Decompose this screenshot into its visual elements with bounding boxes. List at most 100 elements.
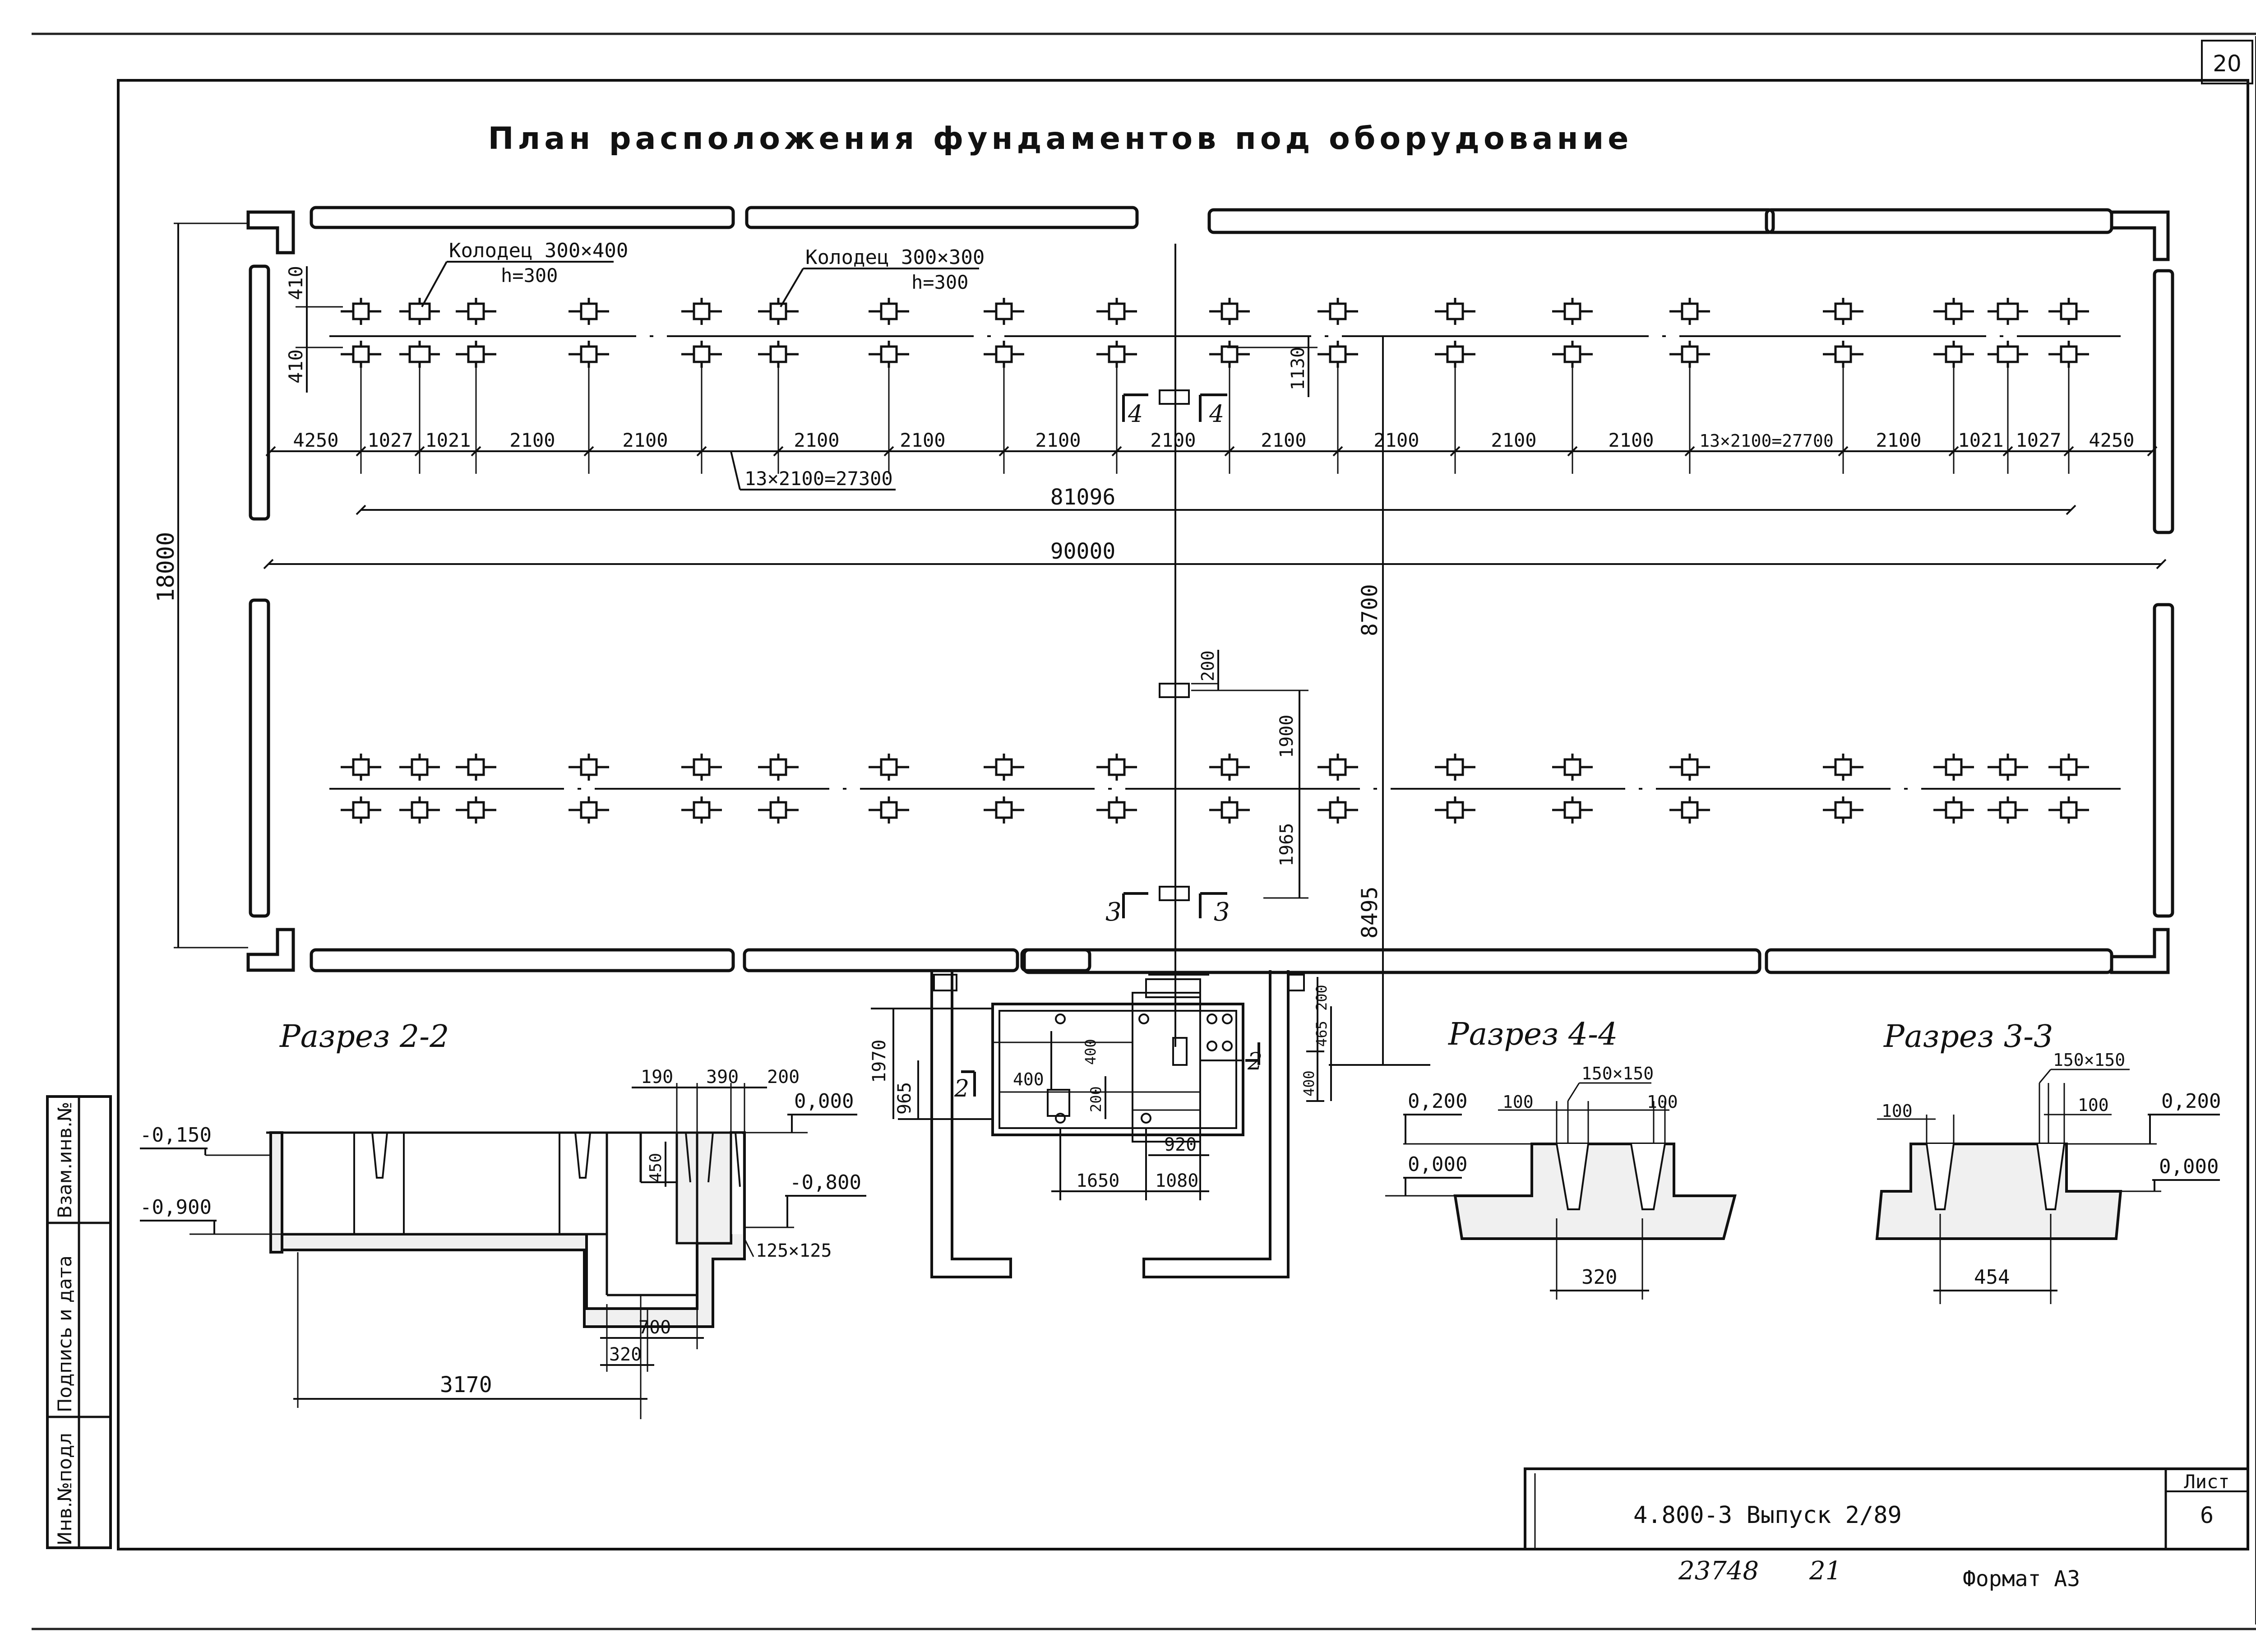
dim-454: 454 bbox=[1974, 1266, 2010, 1289]
foundation-marker bbox=[341, 298, 381, 325]
dimension-label: 1027 bbox=[2016, 429, 2061, 451]
drawing-title: План расположения фундаментов под оборуд… bbox=[488, 121, 1633, 157]
bottom-walls bbox=[246, 928, 2170, 974]
dimension-label: 2100 bbox=[794, 429, 839, 451]
foundation-marker bbox=[1669, 298, 1710, 325]
section-3-3-title: Разрез 3-3 bbox=[1883, 1019, 2053, 1055]
dim-8700: 8700 bbox=[1357, 584, 1382, 636]
dimension-label: 2100 bbox=[1608, 429, 1654, 451]
foundation-marker bbox=[399, 298, 440, 325]
dim-390: 390 bbox=[706, 1067, 739, 1087]
dim-410-top: 410 bbox=[285, 266, 307, 300]
dimension-label: 2100 bbox=[509, 429, 555, 451]
dimension-tick bbox=[265, 446, 276, 457]
foundation-marker bbox=[456, 341, 496, 368]
dimension-tick bbox=[2002, 446, 2013, 457]
cut-3-left: 3 bbox=[1105, 898, 1122, 927]
dimension-label: 1021 bbox=[425, 429, 471, 451]
foundation-marker bbox=[1988, 341, 2028, 368]
foundation-marker bbox=[1209, 796, 1250, 824]
dim-1965: 1965 bbox=[1276, 823, 1297, 866]
foundation-marker bbox=[456, 754, 496, 781]
dim-18000: 18000 bbox=[153, 532, 180, 602]
lvl-m0150: -0,150 bbox=[140, 1124, 212, 1147]
dimension-label: 1027 bbox=[367, 429, 413, 451]
dimension-tick bbox=[583, 446, 594, 457]
foundation-marker bbox=[1096, 341, 1137, 368]
foundation-marker bbox=[1552, 341, 1593, 368]
dimension-tick bbox=[1332, 446, 1343, 457]
dimension-tick bbox=[2063, 446, 2074, 457]
plan-view: Колодец 300×400 h=300 Колодец 300×300 h=… bbox=[153, 206, 2174, 1066]
dim-700: 700 bbox=[638, 1317, 671, 1338]
dim-100-a-s33: 100 bbox=[1882, 1101, 1913, 1121]
foundation-marker bbox=[1209, 298, 1250, 325]
dimension-tick bbox=[414, 446, 425, 457]
foundation-marker bbox=[984, 754, 1024, 781]
dimension-tick bbox=[883, 446, 894, 457]
lvl-0000-s22: 0,000 bbox=[794, 1090, 854, 1113]
dim-100-b-s33: 100 bbox=[2078, 1095, 2109, 1115]
foundation-marker bbox=[1988, 754, 2028, 781]
foundation-marker bbox=[1988, 298, 2028, 325]
foundation-marker bbox=[399, 754, 440, 781]
dimension-label: 2100 bbox=[1876, 429, 1921, 451]
dimension-label: 4250 bbox=[293, 429, 338, 451]
dim-190: 190 bbox=[641, 1067, 673, 1087]
detail-dim-465: 465 bbox=[1313, 1021, 1330, 1047]
stamp-sheet-number: 6 bbox=[2200, 1502, 2214, 1528]
side-label-replacement: Взам.инв.№ bbox=[54, 1102, 76, 1218]
detail-dim-400-r: 400 bbox=[1300, 1070, 1318, 1097]
foundation-marker bbox=[2048, 298, 2089, 325]
foundation-marker bbox=[758, 341, 799, 368]
dimension-tick bbox=[1948, 446, 1959, 457]
cut-3-right: 3 bbox=[1214, 898, 1230, 927]
side-label-signature: Подпись и дата bbox=[54, 1255, 76, 1412]
foundation-marker bbox=[1823, 796, 1863, 824]
foundation-marker bbox=[758, 298, 799, 325]
detail-dim-920: 920 bbox=[1164, 1134, 1197, 1155]
foundation-marker bbox=[869, 796, 909, 824]
dim-200-s22: 200 bbox=[767, 1067, 800, 1087]
foundation-marker bbox=[456, 796, 496, 824]
dim-125x125: 125×125 bbox=[756, 1240, 832, 1261]
foundation-marker bbox=[1435, 298, 1475, 325]
foundation-marker bbox=[1988, 796, 2028, 824]
section-4-4: Разрез 4-4 0,200 0,000 100 150×150 100 3… bbox=[1385, 1017, 1737, 1300]
dim-3170: 3170 bbox=[440, 1372, 492, 1397]
dim-410-bottom: 410 bbox=[285, 349, 307, 384]
foundation-marker bbox=[1669, 754, 1710, 781]
well-1-label: Колодец 300×400 bbox=[449, 239, 628, 262]
foundation-marker bbox=[1933, 796, 1974, 824]
format-label: Формат А3 bbox=[1963, 1566, 2080, 1592]
foundation-marker bbox=[1096, 754, 1137, 781]
foundation-marker bbox=[1318, 298, 1358, 325]
top-walls bbox=[246, 206, 2170, 261]
dimension-tick bbox=[1450, 446, 1461, 457]
foundation-marker bbox=[1318, 341, 1358, 368]
foundation-marker bbox=[1209, 341, 1250, 368]
detail-dim-400-b: 400 bbox=[1082, 1039, 1099, 1065]
dimension-tick bbox=[1684, 446, 1695, 457]
section-4-4-title: Разрез 4-4 bbox=[1447, 1017, 1618, 1052]
pit-detail bbox=[930, 970, 1305, 1278]
foundation-marker bbox=[1318, 754, 1358, 781]
foundation-marker bbox=[1096, 298, 1137, 325]
detail-dim-200-r: 200 bbox=[1313, 985, 1330, 1011]
dimension-tick bbox=[999, 446, 1009, 457]
foundation-marker bbox=[1318, 796, 1358, 824]
dim-8495: 8495 bbox=[1357, 886, 1382, 939]
foundation-marker bbox=[984, 298, 1024, 325]
dimension-tick bbox=[773, 446, 784, 457]
dimension-label: 2100 bbox=[1491, 429, 1536, 451]
dimension-label: 4250 bbox=[2089, 429, 2134, 451]
lvl-0200-s44: 0,200 bbox=[1408, 1090, 1467, 1113]
foundation-marker bbox=[569, 298, 609, 325]
cut-4-left: 4 bbox=[1128, 401, 1143, 428]
foundation-marker bbox=[1933, 341, 1974, 368]
dimension-label: 1021 bbox=[1958, 429, 2003, 451]
lvl-0000-s44: 0,000 bbox=[1408, 1153, 1467, 1176]
dimension-tick bbox=[2147, 446, 2158, 457]
